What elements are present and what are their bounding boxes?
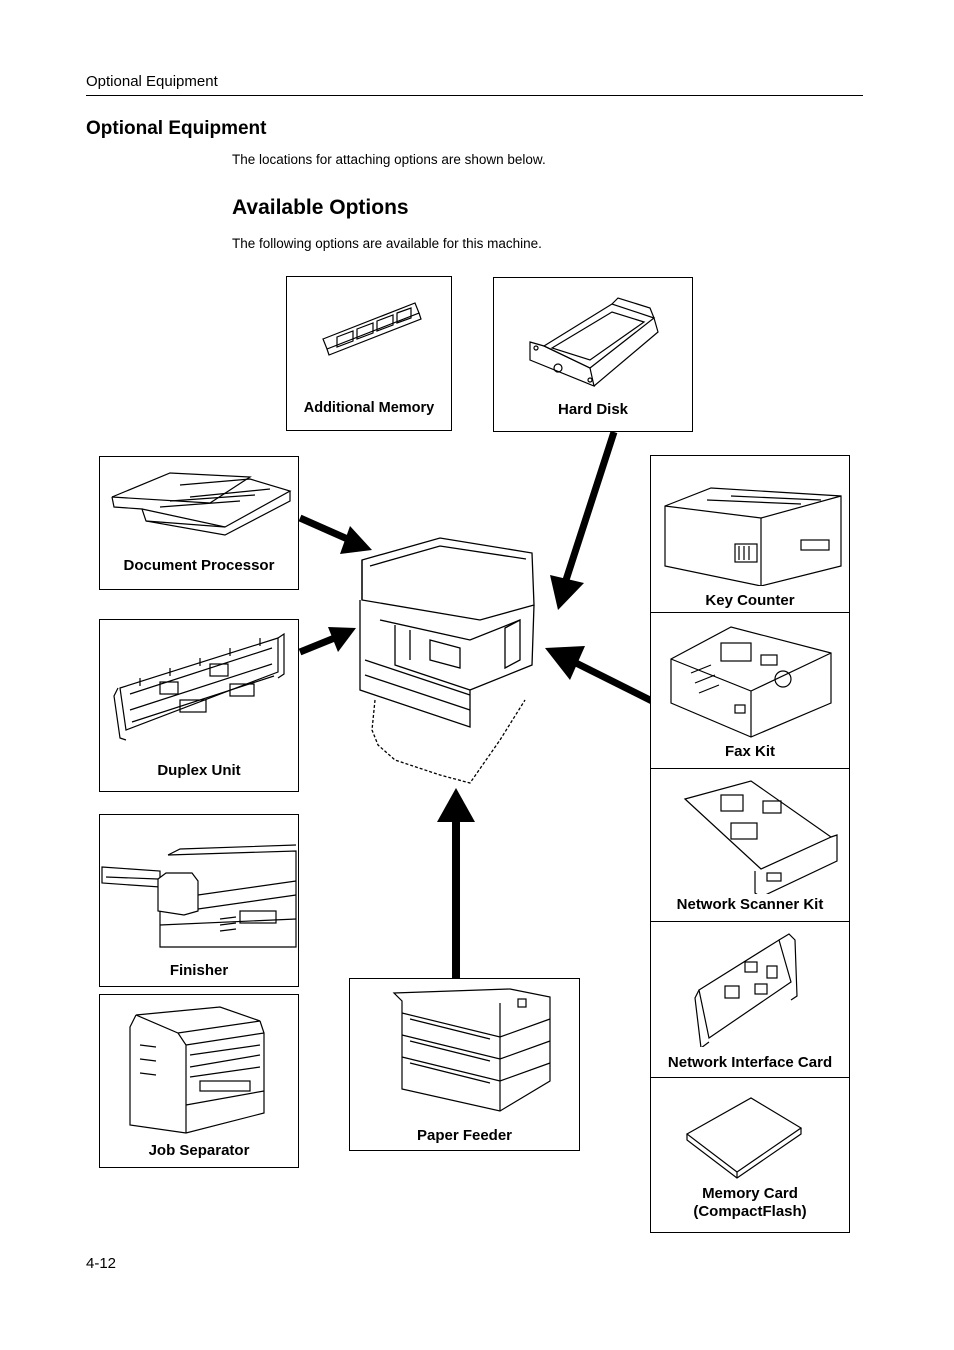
running-header: Optional Equipment	[86, 73, 218, 90]
option-fax-kit: Fax Kit	[650, 612, 850, 769]
network-interface-card-icon	[694, 933, 798, 1047]
fax-kit-label: Fax Kit	[724, 743, 775, 760]
available-options-title: Available Options	[232, 196, 409, 219]
network-interface-card-label: Network Interface Card	[667, 1054, 833, 1071]
memory-card-label-line1: Memory Card	[702, 1185, 798, 1202]
key-counter-icon	[664, 487, 842, 586]
arrow-document-processor	[298, 514, 372, 554]
arrow-paper-feeder	[437, 788, 475, 978]
job-separator-label: Job Separator	[148, 1142, 250, 1159]
hard-disk-label: Hard Disk	[557, 401, 629, 418]
arrow-fax-kit	[545, 646, 654, 705]
option-additional-memory: Additional Memory	[286, 276, 452, 431]
duplex-unit-icon	[113, 632, 285, 741]
option-hard-disk: Hard Disk	[493, 277, 693, 432]
network-scanner-kit-label: Network Scanner Kit	[676, 896, 824, 913]
document-processor-label: Document Processor	[123, 557, 275, 574]
option-memory-card: Memory Card (CompactFlash)	[650, 1077, 850, 1233]
option-key-counter: Key Counter	[650, 455, 850, 613]
option-finisher: Finisher	[99, 814, 299, 987]
document-processor-icon	[111, 472, 292, 536]
option-paper-feeder: Paper Feeder	[349, 978, 580, 1151]
option-network-scanner-kit: Network Scanner Kit	[650, 768, 850, 922]
available-options-intro: The following options are available for …	[232, 236, 542, 251]
header-rule	[86, 95, 863, 96]
option-document-processor: Document Processor	[99, 456, 299, 590]
compactflash-card-icon	[685, 1097, 803, 1179]
paper-feeder-icon	[392, 988, 551, 1112]
additional-memory-label: Additional Memory	[303, 400, 435, 416]
arrow-duplex-unit	[298, 627, 356, 656]
option-job-separator: Job Separator	[99, 994, 299, 1168]
option-duplex-unit: Duplex Unit	[99, 619, 299, 792]
duplex-unit-label: Duplex Unit	[157, 762, 241, 779]
finisher-label: Finisher	[169, 962, 229, 979]
job-separator-icon	[129, 1006, 265, 1134]
section-intro: The locations for attaching options are …	[232, 152, 546, 167]
option-network-interface-card: Network Interface Card	[650, 921, 850, 1078]
arrow-hard-disk	[550, 430, 618, 610]
memory-module-icon	[322, 302, 422, 356]
page-number: 4-12	[86, 1255, 117, 1272]
key-counter-label: Key Counter	[705, 592, 795, 609]
hard-disk-icon	[529, 297, 659, 387]
network-scanner-kit-icon	[683, 780, 838, 894]
fax-kit-icon	[670, 626, 832, 738]
main-copier-illustration	[359, 537, 535, 784]
paper-feeder-label: Paper Feeder	[416, 1127, 513, 1144]
section-title: Optional Equipment	[86, 118, 267, 139]
finisher-icon	[101, 844, 297, 948]
memory-card-label-line2: (CompactFlash)	[693, 1203, 807, 1220]
